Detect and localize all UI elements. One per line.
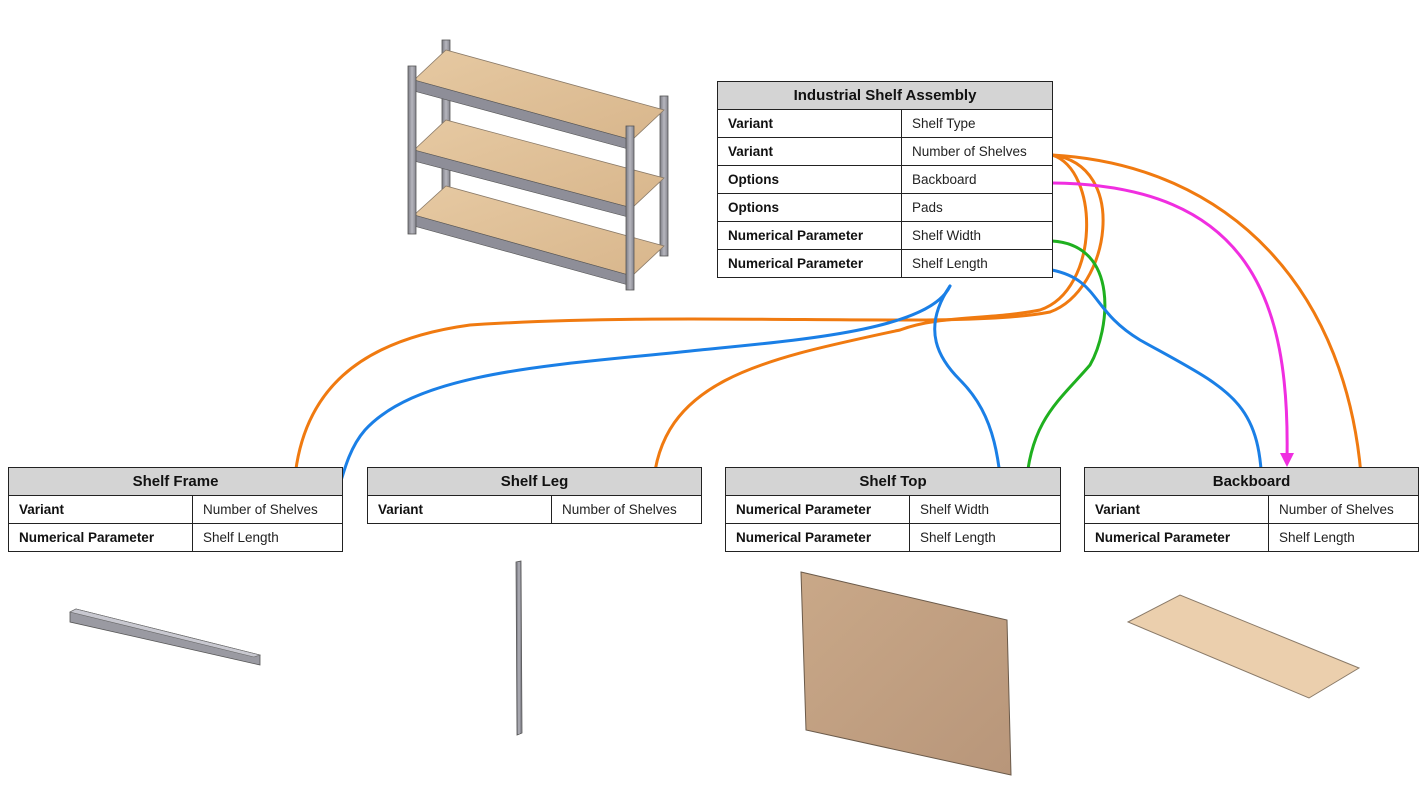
component-title: Backboard (1084, 467, 1419, 496)
row-name: Number of Shelves (550, 495, 703, 524)
component-title: Shelf Top (725, 467, 1061, 496)
row-type: Variant (8, 495, 193, 524)
shelf-frame-illustration (69, 608, 262, 666)
assembly-title: Industrial Shelf Assembly (716, 81, 1054, 110)
row-type: Numerical Parameter (1084, 523, 1269, 552)
row-type: Variant (1084, 495, 1269, 524)
row-type: Numerical Parameter (725, 523, 910, 552)
row-type: Numerical Parameter (717, 221, 902, 250)
row-type: Options (717, 165, 902, 194)
dependency-arrow (1050, 181, 1289, 461)
row-name: Shelf Length (192, 523, 343, 552)
row-name: Number of Shelves (900, 137, 1054, 166)
component-title: Shelf Frame (8, 467, 343, 496)
backboard-illustration (1126, 594, 1361, 699)
dependency-arrow (1024, 239, 1107, 490)
row-type: Numerical Parameter (717, 249, 902, 278)
arrowhead (1280, 453, 1294, 467)
dependency-arrow (651, 153, 1088, 490)
row-name: Shelf Length (900, 249, 1054, 278)
row-name: Shelf Length (909, 523, 1061, 552)
row-type: Variant (717, 137, 902, 166)
shelf-assembly-illustration (407, 39, 669, 291)
dependency-arrow (292, 153, 1105, 490)
row-type: Options (717, 193, 902, 222)
row-type: Numerical Parameter (8, 523, 193, 552)
row-name: Number of Shelves (192, 495, 343, 524)
row-name: Shelf Width (900, 221, 1054, 250)
dependency-arrow (1050, 153, 1364, 490)
row-type: Variant (717, 109, 902, 138)
row-name: Shelf Length (1268, 523, 1419, 552)
row-name: Pads (900, 193, 1054, 222)
row-name: Backboard (900, 165, 1054, 194)
row-type: Numerical Parameter (725, 495, 910, 524)
component-title: Shelf Leg (366, 467, 703, 496)
row-name: Number of Shelves (1268, 495, 1419, 524)
shelf-top-illustration (800, 571, 1012, 776)
shelf-leg-illustration (515, 560, 523, 736)
row-name: Shelf Width (909, 495, 1061, 524)
row-name: Shelf Type (900, 109, 1054, 138)
row-type: Variant (367, 495, 552, 524)
